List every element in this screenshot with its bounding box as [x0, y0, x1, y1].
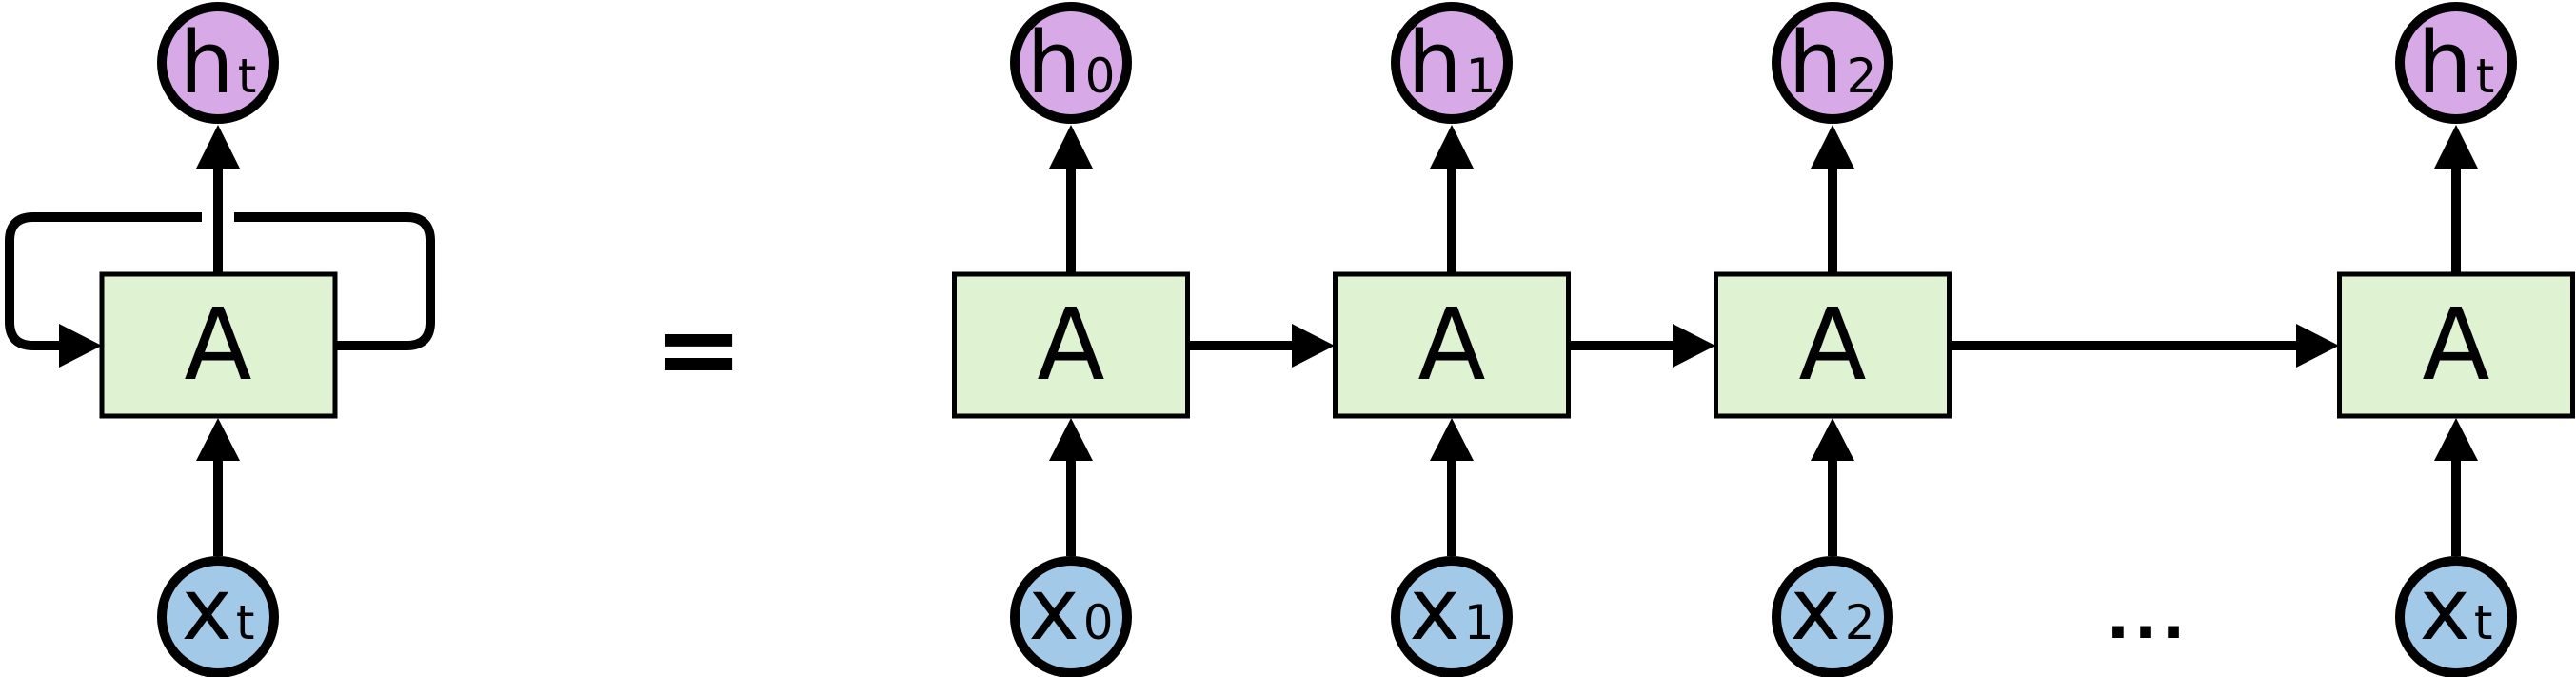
- hidden-state-node: [1391, 2, 1513, 124]
- activation-box: [99, 271, 338, 419]
- input-arrowhead: [1049, 418, 1093, 461]
- input-label: x1: [1409, 560, 1494, 660]
- activation-box-label: A: [184, 287, 251, 403]
- hidden-state-node: [1010, 2, 1132, 124]
- ellipsis: ...: [2106, 580, 2189, 653]
- state-arrowhead-0-1: [1292, 324, 1335, 368]
- hidden-state-label: ht: [180, 13, 257, 113]
- input-node: [2395, 556, 2517, 677]
- folded-rnn: A ht xt: [5, 2, 435, 677]
- input-node: [1772, 556, 1893, 677]
- input-arrowhead: [1430, 418, 1474, 461]
- output-arrowhead: [2434, 125, 2478, 169]
- unrolled-rnn: A h0 x0 A h1 x1 A: [952, 2, 2575, 677]
- activation-box: [1333, 271, 1571, 419]
- input-node: [157, 556, 279, 677]
- hidden-state-label: h1: [1408, 13, 1496, 113]
- input-label: x2: [1790, 560, 1874, 660]
- hidden-state-node: [157, 2, 279, 124]
- unrolled-cell-1: A h1 x1: [1333, 2, 1571, 677]
- input-label: x0: [1028, 560, 1113, 660]
- output-arrowhead: [196, 125, 240, 169]
- recurrent-loop-left: [5, 212, 202, 350]
- input-arrowhead: [196, 418, 240, 461]
- hidden-state-node: [1772, 2, 1893, 124]
- state-arrowhead-1-2: [1673, 324, 1715, 368]
- hidden-state-label: h2: [1789, 13, 1877, 113]
- output-arrowhead: [1049, 125, 1093, 169]
- activation-box-label: A: [1037, 287, 1104, 403]
- activation-box-label: A: [1417, 287, 1485, 403]
- output-arrowhead: [1811, 125, 1854, 169]
- activation-box-label: A: [1798, 287, 1866, 403]
- activation-box-label: A: [2422, 287, 2489, 403]
- hidden-state-node: [2395, 2, 2517, 124]
- input-arrowhead: [1811, 418, 1854, 461]
- unrolled-cell-2: A h2 x2: [1714, 2, 1952, 677]
- equals-sign: =: [654, 288, 743, 411]
- input-node: [1391, 556, 1513, 677]
- recurrent-loop-arrowhead: [59, 324, 102, 368]
- input-node: [1010, 556, 1132, 677]
- hidden-state-label: h0: [1027, 13, 1116, 113]
- unrolled-cell-0: A h0 x0: [952, 2, 1190, 677]
- activation-box: [1714, 271, 1952, 419]
- unrolled-cell-t: A ht xt: [2337, 2, 2575, 677]
- state-arrowhead-2-t: [2296, 324, 2339, 368]
- recurrent-loop-right: [234, 212, 435, 350]
- activation-box: [952, 271, 1190, 419]
- output-arrowhead: [1430, 125, 1474, 169]
- input-arrowhead: [2434, 418, 2478, 461]
- activation-box: [2337, 271, 2575, 419]
- input-label: xt: [182, 560, 255, 660]
- hidden-state-label: ht: [2418, 13, 2495, 113]
- input-label: xt: [2420, 560, 2493, 660]
